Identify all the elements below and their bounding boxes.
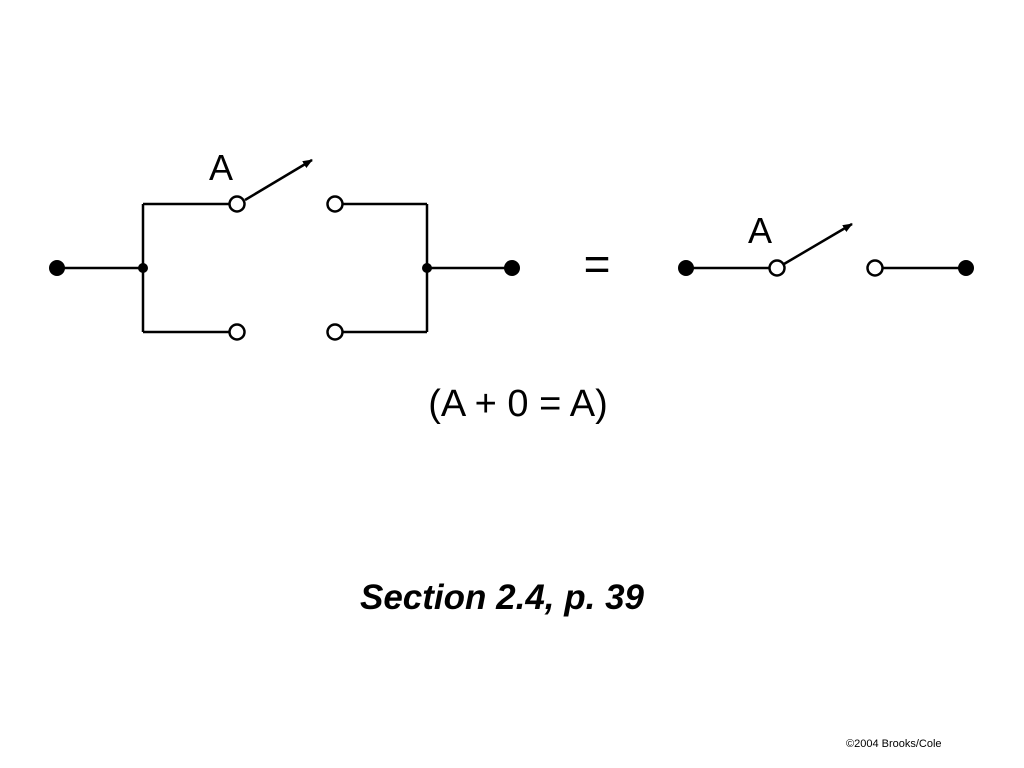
right-input-terminal	[678, 260, 694, 276]
right-switch-contact-right	[866, 259, 884, 277]
right-output-terminal	[958, 260, 974, 276]
copyright-notice: ©2004 Brooks/Cole	[846, 738, 942, 750]
right-switch-blade	[783, 222, 853, 266]
left-parallel-circuit	[57, 158, 512, 334]
switch-a-blade	[244, 158, 313, 202]
open-contact-left	[228, 323, 246, 341]
switch-a-contact-left	[228, 195, 246, 213]
left-junction-node	[138, 263, 148, 273]
left-switch-label: A	[209, 147, 233, 188]
section-reference: Section 2.4, p. 39	[360, 578, 644, 617]
left-input-terminal	[49, 260, 65, 276]
right-single-switch-circuit	[686, 222, 966, 270]
right-switch-contact-left	[768, 259, 786, 277]
switch-a-contact-right	[326, 195, 344, 213]
identity-equation: (A + 0 = A)	[428, 383, 608, 425]
right-switch-label: A	[748, 210, 772, 251]
right-junction-node	[422, 263, 432, 273]
left-circuit-terminals	[49, 195, 520, 341]
right-circuit-terminals	[678, 259, 974, 277]
left-output-terminal	[504, 260, 520, 276]
switching-circuit-diagram: A = A (A + 0 = A)	[49, 147, 974, 425]
equals-sign: =	[584, 238, 611, 290]
open-contact-right	[326, 323, 344, 341]
